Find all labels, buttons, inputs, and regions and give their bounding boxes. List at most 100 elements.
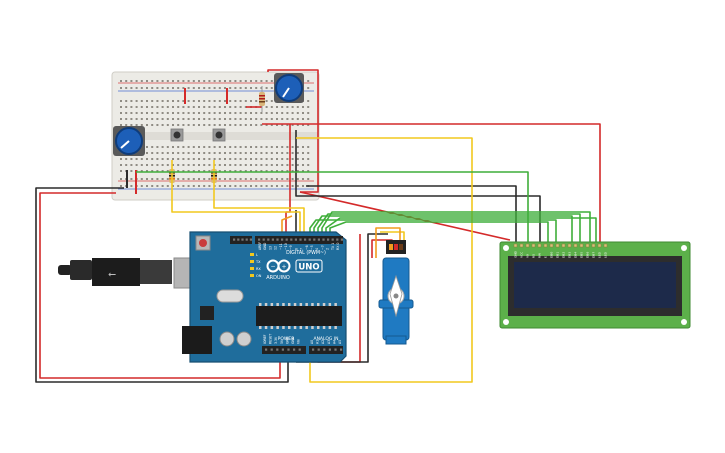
arduino-brand-text: ARDUINO [266,275,290,281]
arduino-leds: L TX RX ON [250,253,262,278]
lcd-pin-label-3: RS [532,254,536,258]
lcd-pin-label-15: LED [604,251,608,258]
digital-pin-label-1: GND [263,242,267,250]
lcd-pin-2[interactable] [525,243,530,248]
lcd-pin-15[interactable] [603,243,608,248]
lcd-pin-11[interactable] [579,243,584,248]
digital-pin-label-2: 13 [268,246,272,250]
lcd-pin-0[interactable] [513,243,518,248]
led-l [250,253,254,256]
potentiometer-left[interactable] [113,126,145,156]
power-pin-label-1: RESET [269,334,273,344]
lcd-pin-10[interactable] [573,243,578,248]
digital-pin-label-6: ~9 [289,245,293,250]
lcd-pin-label-11: DB5 [580,252,584,258]
svg-text:−: − [270,263,275,270]
power-pin-label-2: 3.3V [274,336,278,344]
arduino-logo: − + [266,259,291,273]
lcd-pin-4[interactable] [537,243,542,248]
arduino-model-text: UNO [298,263,319,273]
header-holes [233,238,343,351]
crystal-oscillator [216,289,244,303]
digital-header-label: DIGITAL (PWM~) [286,250,326,256]
chip-pins [259,303,337,329]
lcd-pin-14[interactable] [597,243,602,248]
power-pin-label-3: 5V [280,339,284,344]
analog-pin-label-3: A3 [327,340,331,344]
reset-button[interactable] [199,239,207,247]
lcd-pin-12[interactable] [585,243,590,248]
lcd-pin-label-8: DB2 [562,252,566,258]
lcd-screen [514,262,676,308]
digital-pin-label-14: TX 1 [331,243,335,251]
lcd-pin-9[interactable] [567,243,572,248]
analog-pin-label-5: A5 [338,340,342,344]
digital-pin-label-5: ~10 [284,243,288,250]
dc-power-jack [182,326,212,354]
power-pin-label-5: GND [291,336,295,344]
digital-pin-label-8: 7 [300,248,304,250]
led-on [250,274,254,277]
digital-pin-label-0: AREF [258,242,262,250]
lcd-pin-label-9: DB3 [568,252,572,258]
lcd-pin-label-4: RW [538,253,542,258]
arduino-uno[interactable]: DIGITAL (PWM~) POWER ANALOG IN − + ARDUI… [182,231,347,363]
digital-pin-label-15: RX 0 [336,243,340,250]
breadboard-jumpers [126,88,262,194]
potentiometer-top[interactable] [274,73,304,103]
push-button-2[interactable] [212,128,226,142]
usb-cable: ⭠ [58,257,213,289]
digital-pin-label-3: 12 [274,246,278,250]
digital-pin-label-9: ~6 [305,245,309,250]
led-label-2: RX [256,267,261,271]
analog-header-label: ANALOG IN [313,336,338,342]
lcd-pin-label-14: LED [598,251,602,258]
svg-text:+: + [281,264,286,271]
led-label-3: ON [256,274,262,278]
power-pin-label-6: Vin [297,339,301,344]
digital-pin-label-7: 8 [294,248,298,250]
lcd-pin-label-5: E [544,256,548,258]
lcd-pin-label-6: DB0 [550,252,554,258]
lcd-pin-label-2: V0 [526,254,530,258]
lcd-pin-6[interactable] [549,243,554,248]
usb-icon: ⭠ [108,269,116,280]
lcd-pin-8[interactable] [561,243,566,248]
analog-pin-label-1: A1 [316,340,320,344]
digital-pin-label-4: ~11 [279,243,283,250]
digital-header[interactable] [255,236,343,244]
power-pin-label-4: GND [285,336,289,344]
lcd-pin-label-7: DB1 [556,252,560,258]
power-header-label: POWER [278,336,295,342]
lcd-pin-label-12: DB6 [586,252,590,258]
analog-header[interactable] [309,346,343,354]
analog-pin-label-2: A2 [321,340,325,344]
digital-pin-label-11: 4 [315,248,319,250]
digital-pin-label-12: ~3 [320,245,324,250]
servo-motor[interactable] [378,240,414,345]
lcd-pins [513,243,608,248]
power-pin-label-0: IOREF [263,334,267,344]
lcd-pin-13[interactable] [591,243,596,248]
led-label-1: TX [255,260,261,264]
lcd-pin-1[interactable] [519,243,524,248]
lcd-pin-label-13: DB7 [592,252,596,258]
led-label-0: L [256,253,258,257]
breadboard-holes [120,80,310,187]
push-button-1[interactable] [170,128,184,142]
lcd-pin-7[interactable] [555,243,560,248]
digital-pin-label-10: ~5 [310,245,314,250]
analog-pin-label-4: A4 [332,340,336,344]
analog-pin-label-0: A0 [310,340,314,344]
resistor-3[interactable] [259,86,265,112]
lcd-pin-3[interactable] [531,243,536,248]
lcd-pin-label-0: GND [514,250,518,258]
lcd-pin-label-10: DB4 [574,252,578,258]
lcd-pin-5[interactable] [543,243,548,248]
